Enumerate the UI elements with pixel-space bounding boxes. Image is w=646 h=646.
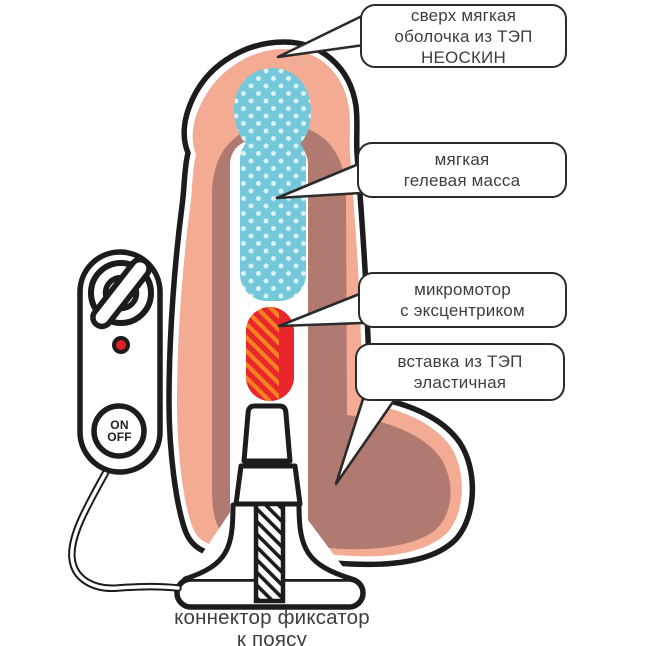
remote-control [77,249,163,475]
led-indicator [112,336,130,354]
callout-gel: мягкая гелевая масса [357,142,567,198]
callout-pointers [275,13,397,486]
remote-cable [68,468,182,592]
power-button [91,403,147,459]
callout-pointer-shell [276,13,366,59]
callout-insert: вставка из ТЭП эластичная [355,343,565,401]
micromotor [246,307,294,401]
gel-mass [233,68,311,301]
connector-assembly [174,403,366,610]
dial-lever [90,256,152,330]
power-button-label: ON OFF [107,418,132,444]
stem-left-edge [182,502,236,582]
screw-shaft [253,501,286,604]
callout-motor: микромотор с эксцентриком [358,272,567,328]
connector-collar [233,463,303,507]
stem-right-edge [296,502,355,582]
connector-tip [241,403,293,464]
callout-shell: сверх мягкая оболочка из ТЭП НЕОСКИН [360,4,567,68]
bottom-caption: коннектор фиксатор к поясу [174,606,370,646]
